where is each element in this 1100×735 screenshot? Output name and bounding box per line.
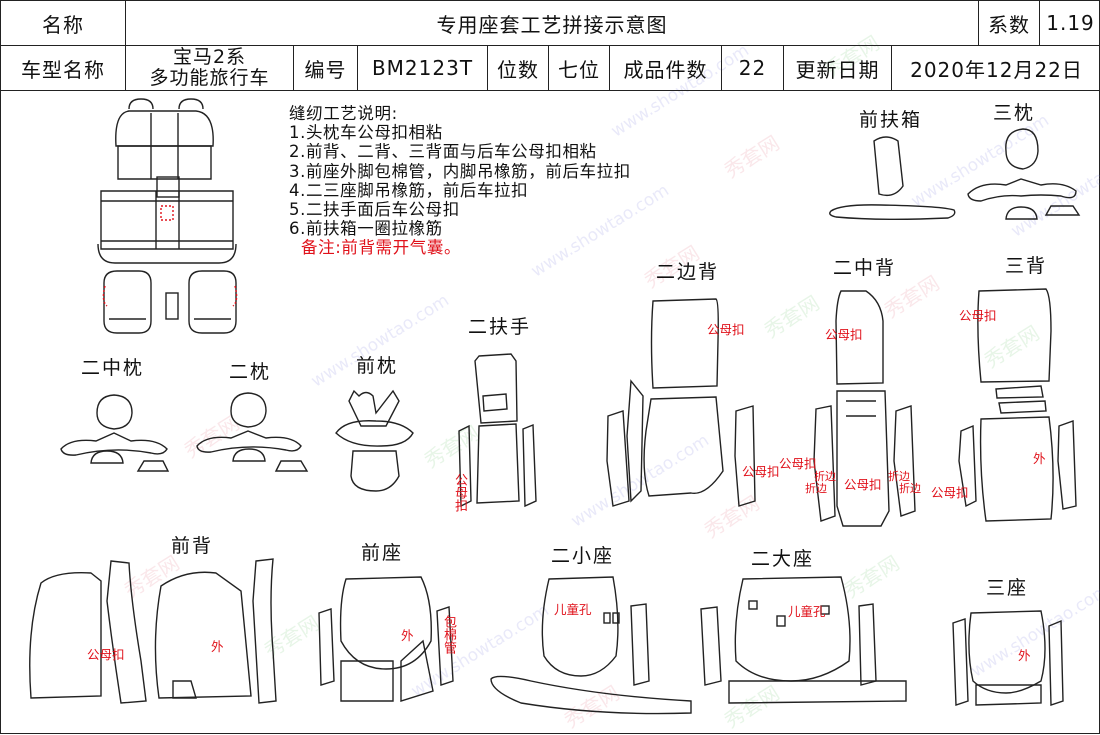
front-console-pattern [829, 136, 956, 220]
note-item: 5.二扶手面后车公母扣 [289, 200, 460, 220]
third-seat-pattern [952, 610, 1064, 706]
annotation-outer: 外 [1018, 648, 1031, 663]
model-name: 宝马2系 多功能旅行车 [126, 46, 294, 90]
pieces-label: 成品件数 [610, 46, 722, 90]
label-front-headrest: 前枕 [356, 355, 399, 377]
note-item: 1.头枕车公母扣相粘 [289, 123, 443, 143]
notes-remark: 备注:前背需开气囊。 [301, 238, 462, 258]
header-row-1: 名称 专用座套工艺拼接示意图 系数 1.19 [1, 1, 1100, 46]
second-armrest-pattern [458, 353, 537, 508]
note-item: 6.前扶箱一圈拉橡筋 [289, 219, 443, 239]
label-third-seat: 三座 [986, 577, 1029, 599]
code-label: 编号 [294, 46, 358, 90]
annotation-snap: 公母扣 [742, 464, 780, 479]
annotation-fold: 折边 [805, 482, 827, 495]
header-row-2: 车型名称 宝马2系 多功能旅行车 编号 BM2123T 位数 七位 成品件数 2… [1, 46, 1100, 91]
update-date-value: 2020年12月22日 [910, 57, 1083, 82]
annotation-foam-tube: 包棉管 [441, 615, 456, 654]
label-second-big-seat: 二大座 [751, 548, 815, 570]
annotation-snap: 公母扣 [959, 308, 997, 323]
annotation-snap-vertical: 公母扣 [452, 473, 467, 512]
coefficient-value: 1.19 [1046, 11, 1095, 35]
note-item: 4.二三座脚吊橡筋，前后车拉扣 [289, 180, 529, 200]
seat-count-value: 七位 [549, 46, 610, 90]
label-front-seat: 前座 [361, 542, 404, 564]
annotation-fold: 折边 [814, 470, 836, 483]
second-small-seat-pattern [490, 576, 692, 715]
model-label: 车型名称 [1, 46, 126, 90]
annotation-fold: 折边 [899, 482, 921, 495]
second-headrest-pattern [196, 392, 309, 472]
label-third-back: 三背 [1005, 255, 1048, 277]
annotation-fold: 折边 [888, 470, 910, 483]
annotation-snap: 公母扣 [825, 327, 863, 342]
second-big-seat-pattern [700, 576, 907, 704]
label-second-side-back: 二边背 [656, 261, 720, 283]
sheet-title: 专用座套工艺拼接示意图 [126, 1, 979, 45]
note-item: 2.前背、二背、三背面与后车公母扣相粘 [289, 142, 597, 162]
label-second-mid-back: 二中背 [833, 257, 897, 279]
front-back-pattern [29, 558, 277, 704]
label-front-console: 前扶箱 [859, 109, 923, 131]
annotation-child-hole: 儿童孔 [554, 602, 592, 617]
model-name-line1: 宝马2系 [172, 46, 247, 68]
label-second-armrest: 二扶手 [468, 316, 532, 338]
label-third-headrest: 三枕 [993, 102, 1036, 124]
annotation-child-hole: 儿童孔 [788, 604, 826, 619]
label-second-mid-headrest: 二中枕 [81, 357, 145, 379]
annotation-outer: 外 [211, 639, 224, 654]
label-second-headrest: 二枕 [229, 361, 272, 383]
front-headrest-pattern [335, 389, 414, 492]
second-mid-headrest-pattern [60, 394, 170, 472]
notes-heading: 缝纫工艺说明: [289, 104, 398, 123]
update-date-label: 更新日期 [784, 46, 892, 90]
coefficient-label: 系数 [979, 1, 1040, 45]
model-name-line2: 多功能旅行车 [149, 67, 270, 89]
second-side-back-pattern [606, 298, 756, 507]
annotation-snap: 公母扣 [779, 456, 817, 471]
third-headrest-pattern [967, 128, 1081, 220]
label-second-small-seat: 二小座 [551, 545, 615, 567]
annotation-snap: 公母扣 [707, 322, 745, 337]
third-back-pattern [958, 288, 1077, 522]
label-front-back: 前背 [171, 535, 214, 557]
seat-count-label: 位数 [488, 46, 549, 90]
second-mid-back-pattern [813, 290, 916, 527]
pieces-value: 22 [722, 46, 784, 90]
front-seat-pattern [318, 576, 454, 702]
seat-overview-diagram [97, 98, 238, 334]
annotation-snap: 公母扣 [931, 485, 969, 500]
annotation-outer: 外 [1033, 451, 1046, 466]
name-label: 名称 [1, 1, 126, 45]
annotation-outer: 外 [401, 628, 414, 643]
annotation-snap: 公母扣 [87, 647, 125, 662]
code-value: BM2123T [358, 46, 488, 90]
annotation-snap: 公母扣 [844, 477, 882, 492]
note-item: 3.前座外脚包棉管，内脚吊橡筋，前后车拉扣 [289, 161, 631, 181]
sewing-notes: 缝纫工艺说明: 1.头枕车公母扣相粘 2.前背、二背、三背面与后车公母扣相粘 3… [289, 104, 631, 258]
